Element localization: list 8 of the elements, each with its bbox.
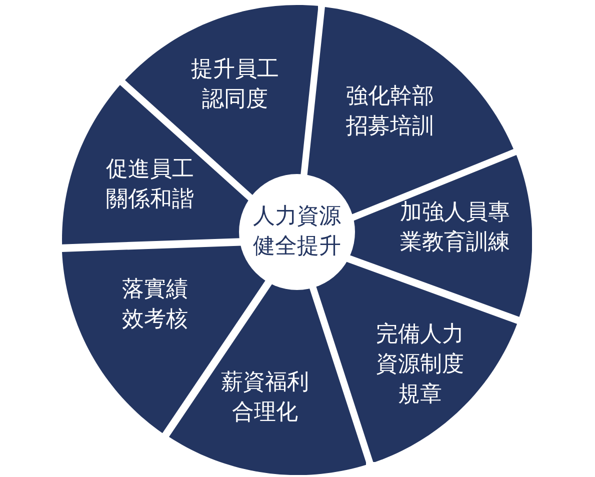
- sector-label: 加強人員專業教育訓練: [398, 198, 511, 257]
- sector-label: 落實績效考核: [120, 276, 189, 334]
- center-label: 人力資源健全提升: [252, 203, 342, 261]
- sector-label: 薪資福利合理化: [220, 368, 310, 427]
- sector-label: 促進員工關係和諧: [104, 156, 195, 214]
- sector-label: 完備人力資源制度規章: [374, 320, 465, 409]
- sector-label: 提升員工認同度: [190, 56, 280, 114]
- sector-label: 強化幹部招募培訓: [344, 82, 435, 141]
